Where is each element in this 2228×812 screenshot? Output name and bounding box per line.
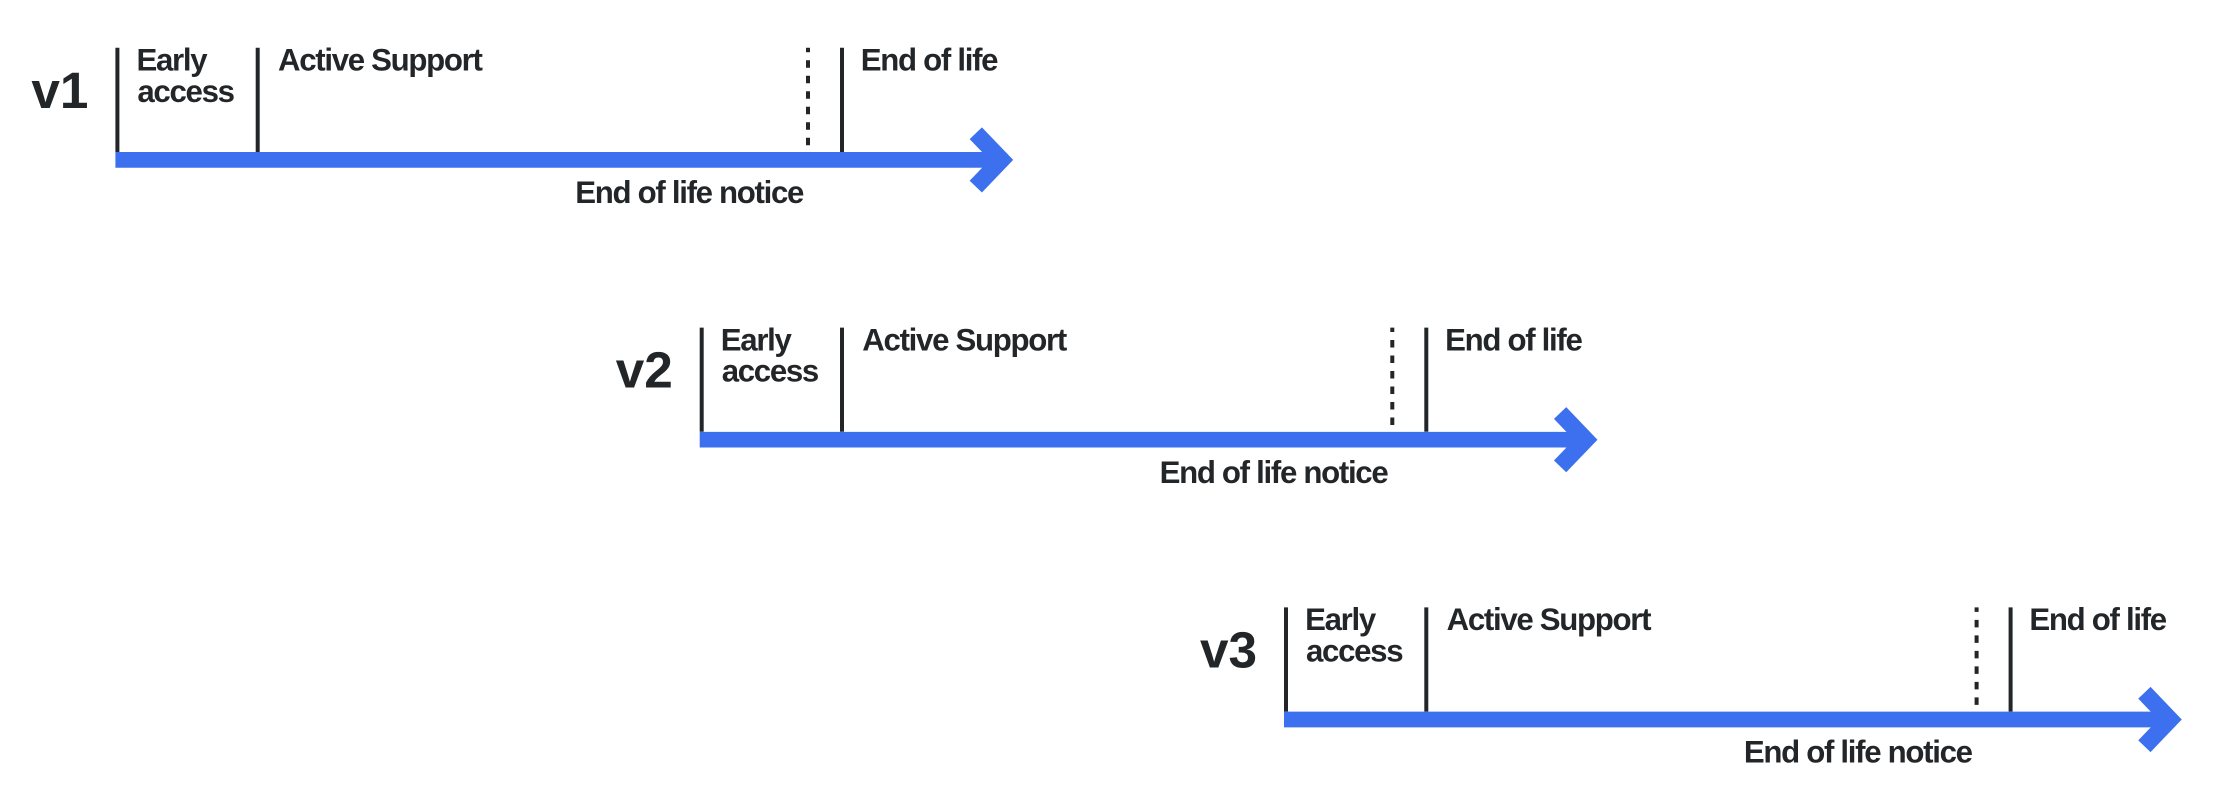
svg-text:End of life: End of life xyxy=(861,43,998,78)
svg-text:v2: v2 xyxy=(616,342,673,399)
svg-text:End of life: End of life xyxy=(1445,322,1582,357)
svg-text:Early: Early xyxy=(721,322,793,357)
svg-text:access: access xyxy=(137,74,234,109)
svg-text:End of life: End of life xyxy=(2029,602,2166,637)
svg-text:access: access xyxy=(722,354,819,389)
svg-text:Active Support: Active Support xyxy=(278,43,483,78)
svg-text:Early: Early xyxy=(137,43,209,78)
svg-text:Active Support: Active Support xyxy=(862,322,1067,357)
svg-text:Early: Early xyxy=(1305,602,1377,637)
svg-text:v1: v1 xyxy=(31,62,88,119)
svg-text:Active Support: Active Support xyxy=(1447,602,1652,637)
svg-text:End of life notice: End of life notice xyxy=(1744,735,1973,770)
svg-text:v3: v3 xyxy=(1200,621,1257,678)
svg-text:access: access xyxy=(1306,634,1403,669)
svg-text:End of life notice: End of life notice xyxy=(1160,455,1389,490)
svg-text:End of life notice: End of life notice xyxy=(575,175,804,210)
